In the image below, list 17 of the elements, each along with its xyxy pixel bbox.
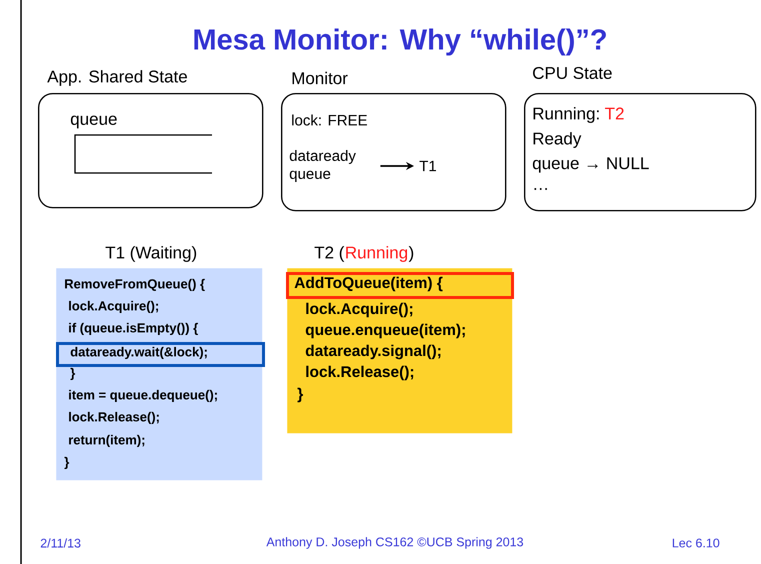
- node-label: T2 (: [314, 246, 344, 262]
- state-box: App. Shared State queue: [38, 70, 264, 208]
- node-label: CPU State: [533, 66, 612, 80]
- state-box: CPU State Running: T2 Ready queue → NULL …: [524, 66, 756, 212]
- node-label: Monitor: [292, 72, 348, 84]
- node-label: T1 (Waiting): [106, 246, 196, 262]
- slide-title: Mesa Monitor: Why “while()”?: [194, 28, 606, 56]
- node-label: Running: [346, 246, 408, 262]
- highlight-box: dataready.wait(&lock);: [56, 342, 265, 367]
- footer-text: Lec 6.10: [672, 538, 720, 548]
- node-label: App. Shared State: [47, 70, 187, 86]
- thread-label: T1: [420, 160, 436, 172]
- highlight-box: AddToQueue(item) {: [286, 272, 514, 299]
- footer-text: Anthony D. Joseph CS162 ©UCB Spring 2013: [266, 537, 524, 549]
- node-label: ): [408, 246, 414, 262]
- footer-text: 2/11/13: [40, 538, 80, 548]
- queue-label: dataready queue: [290, 150, 356, 182]
